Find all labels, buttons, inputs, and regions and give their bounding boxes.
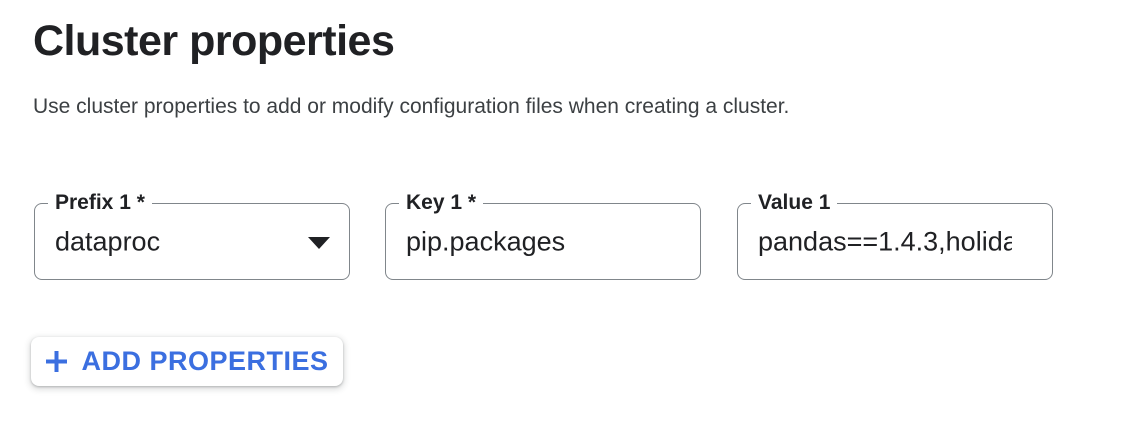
prefix-label: Prefix 1 * <box>48 191 152 215</box>
value-input[interactable]: Value 1 pandas==1.4.3,holiday <box>737 191 1053 280</box>
value-label: Value 1 <box>751 191 838 215</box>
prefix-select[interactable]: Prefix 1 * dataproc <box>34 191 350 280</box>
prefix-selected-value: dataproc <box>55 226 161 256</box>
key-input[interactable]: Key 1 * pip.packages <box>385 191 701 280</box>
key-value: pip.packages <box>406 226 566 256</box>
value-value: pandas==1.4.3,holiday <box>758 226 1012 256</box>
page-title: Cluster properties <box>33 17 395 65</box>
key-label: Key 1 * <box>399 191 484 215</box>
add-properties-label: ADD PROPERTIES <box>81 346 329 376</box>
add-properties-button[interactable]: ADD PROPERTIES <box>31 337 343 386</box>
dropdown-arrow-icon[interactable] <box>308 236 330 249</box>
page-description: Use cluster properties to add or modify … <box>33 95 790 118</box>
plus-icon <box>46 351 68 372</box>
